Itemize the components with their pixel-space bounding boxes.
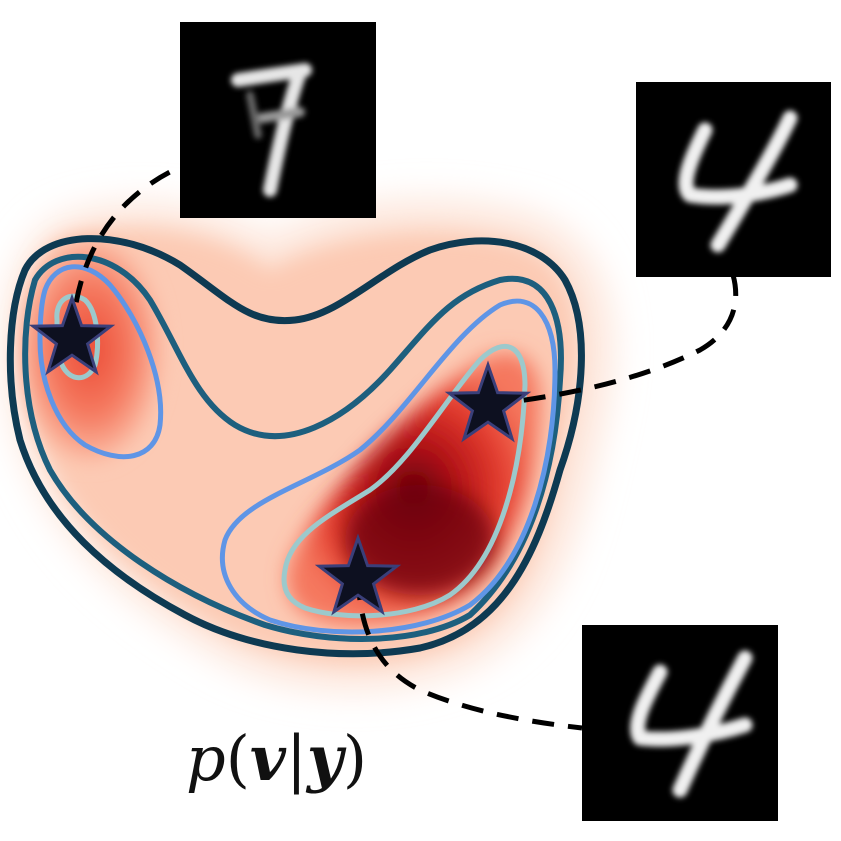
formula-bar: | bbox=[285, 722, 307, 795]
formula-fn: p bbox=[186, 722, 226, 795]
connector-top bbox=[69, 165, 180, 339]
connector-right bbox=[487, 274, 739, 408]
sample-bottom: 4 bbox=[582, 625, 778, 821]
formula-var-v: v bbox=[249, 722, 286, 795]
sample-right: 4 bbox=[636, 82, 831, 277]
star-icon bbox=[444, 360, 532, 443]
sample-top: 7 bbox=[180, 22, 376, 218]
dashed-connectors bbox=[69, 165, 739, 731]
contour-right-blue bbox=[219, 298, 558, 635]
formula-close: ) bbox=[342, 722, 368, 795]
formula-open: ( bbox=[225, 722, 250, 795]
contour-right-inner bbox=[281, 343, 528, 619]
star-icon bbox=[314, 533, 402, 616]
stars bbox=[28, 293, 532, 616]
conditional-density-label: p(v|y) bbox=[186, 722, 367, 795]
connector-bottom bbox=[355, 577, 583, 731]
formula-var-y: y bbox=[306, 722, 343, 795]
star-icon bbox=[28, 293, 116, 376]
contour-left-blue bbox=[37, 264, 164, 460]
contour-2 bbox=[22, 253, 564, 642]
contour-outer bbox=[6, 235, 585, 658]
